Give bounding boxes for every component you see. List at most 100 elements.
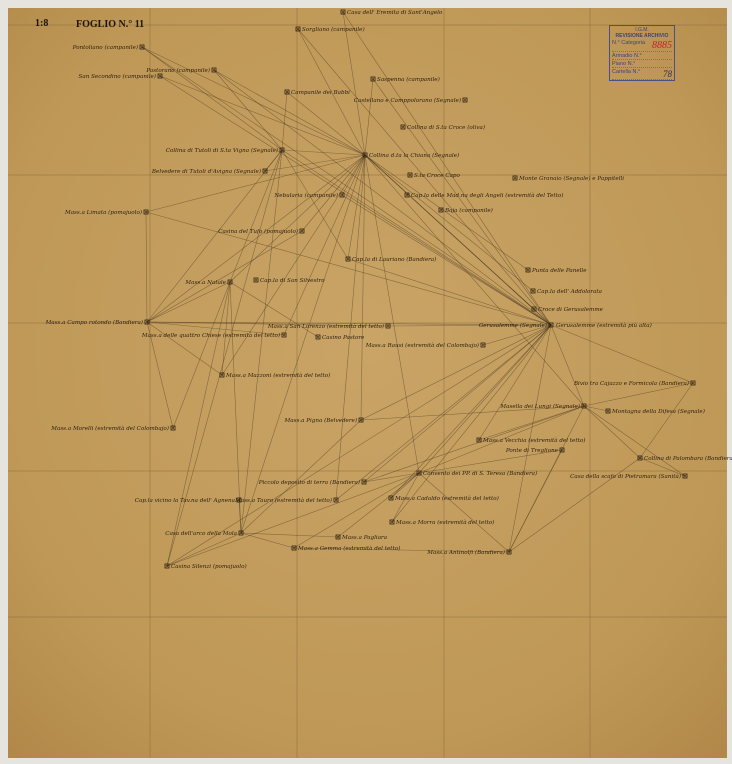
station-marker-icon <box>690 380 696 386</box>
station-marker-icon <box>512 175 518 181</box>
point-label: Convento dei PP. di S. Teresa (Bandiera) <box>423 470 537 477</box>
stamp-category-value: 8885 <box>652 40 672 51</box>
survey-point: Montagna della Difesa (Segnale) <box>605 408 705 415</box>
station-dot <box>364 154 366 156</box>
sight-line <box>342 11 366 156</box>
survey-point: Belvedere di Tutoli d'Avigna (Segnale) <box>151 168 268 175</box>
sight-line <box>146 230 303 323</box>
point-label: Sorgliano (campanile) <box>302 26 365 33</box>
station-marker-icon <box>407 172 413 178</box>
sight-line <box>159 75 366 156</box>
stamp-category-label: N.° Categoria <box>612 40 646 46</box>
station-marker-icon <box>335 534 341 540</box>
point-label: Mass.a Pigna (Belvedere) <box>284 417 357 424</box>
point-label: Croce di Gerusalemme <box>538 307 604 313</box>
sight-line <box>283 154 366 336</box>
sight-line <box>146 149 283 323</box>
point-label: Mass.a Rausi (estremità del Colombajo) <box>365 342 479 349</box>
point-label: Punta delle Panelle <box>531 268 587 274</box>
survey-point: Mass.a Cadaldo (estremità del tetto) <box>388 495 499 502</box>
sight-line <box>213 69 552 326</box>
sight-line <box>364 154 529 271</box>
survey-point: Campanile dei Babbi <box>284 89 350 96</box>
sight-line <box>166 324 552 567</box>
point-label: Masella dei Lungi (Segnale) <box>499 403 580 410</box>
sight-line <box>141 46 283 151</box>
survey-point: Castellano e Camppolorano (Segnale) <box>354 97 468 104</box>
station-marker-icon <box>480 342 486 348</box>
survey-point: Punta delle Panelle <box>525 267 587 274</box>
sight-line <box>363 405 585 483</box>
survey-point: S.ta Croce Capo <box>407 172 461 179</box>
station-marker-icon <box>253 277 259 283</box>
sight-line <box>372 78 552 326</box>
station-marker-icon <box>238 530 244 536</box>
station-dot <box>297 28 299 30</box>
sight-line <box>146 321 223 376</box>
station-marker-icon <box>236 497 242 503</box>
stamp-org: I.G.M. <box>635 27 649 33</box>
survey-points: Pontoliano (campanile)San Secondino (cam… <box>45 9 732 570</box>
station-marker-icon <box>682 473 688 479</box>
station-dot <box>363 481 365 483</box>
sight-line <box>341 194 552 326</box>
sight-line <box>335 154 366 501</box>
survey-point: Nebularia (campanile) <box>273 192 345 199</box>
station-dot <box>514 177 516 179</box>
sight-line <box>360 405 585 421</box>
survey-point: Cap.la di Lauriano (Bandiera) <box>345 256 436 263</box>
station-dot <box>372 78 374 80</box>
station-marker-icon <box>362 152 368 158</box>
sight-line <box>478 405 585 441</box>
survey-point: Mass.a Natale <box>184 279 233 286</box>
sight-line <box>166 532 242 567</box>
point-label: Casina Silenzi (pomajuolo) <box>171 563 247 570</box>
station-dot <box>255 279 257 281</box>
survey-point: Mass.a Mazzoni (estremità del tetto) <box>219 372 330 379</box>
stamp-cabinet-label: Armadio N.° <box>612 53 642 59</box>
sight-line <box>360 154 366 421</box>
station-dot <box>221 374 223 376</box>
point-label: Mass.a Gemma (estremità del tetto) <box>297 545 400 552</box>
station-dot <box>293 547 295 549</box>
sight-line <box>347 258 552 326</box>
station-dot <box>341 194 343 196</box>
sight-line <box>229 281 319 338</box>
station-dot <box>301 230 303 232</box>
point-label: Cap.la di San Silvestro <box>260 278 325 284</box>
survey-point: Cap.la vicino la Tav.na dell' Agnena <box>135 497 242 504</box>
station-dot <box>141 46 143 48</box>
sight-line <box>146 321 285 336</box>
point-label: Mass.a Mazzoni (estremità del tetto) <box>225 372 330 379</box>
station-marker-icon <box>548 322 554 328</box>
survey-point: Mass.a Antinolfi (Bandiera) <box>426 549 512 556</box>
station-dot <box>240 532 242 534</box>
sight-line <box>293 547 510 553</box>
survey-point: Piccolo deposito di terra (Bandiera) <box>258 479 367 486</box>
survey-point: Collina di Palombara (Bandiera) <box>637 455 732 462</box>
sight-line <box>240 154 366 534</box>
survey-point: Cap.la di San Silvestro <box>253 277 325 284</box>
survey-point: Monte Granaio (Segnale) e Pappitelli <box>512 175 624 182</box>
point-label: Belvedere di Tutoli d'Avigna (Segnale) <box>151 168 261 175</box>
point-label: Collina di Tutoli di S.ta Vigna (Segnale… <box>166 147 278 154</box>
station-dot <box>145 211 147 213</box>
sight-line <box>229 154 366 283</box>
station-marker-icon <box>476 437 482 443</box>
station-marker-icon <box>361 479 367 485</box>
station-marker-icon <box>295 26 301 32</box>
station-dot <box>482 344 484 346</box>
point-label: Casa dell' Eremita di Sant'Angelo <box>347 10 443 16</box>
scale-label: 1:8 <box>35 18 48 29</box>
sight-line <box>639 457 686 477</box>
survey-point: Convento dei PP. di S. Teresa (Bandiera) <box>416 470 537 477</box>
station-marker-icon <box>211 67 217 73</box>
survey-point: Cap.la delle Mad.na degli Angeli (estrem… <box>404 192 563 199</box>
point-label: Mass.a Morelli (estremità del Colombajo) <box>50 425 169 432</box>
station-marker-icon <box>637 455 643 461</box>
station-dot <box>387 325 389 327</box>
sight-line <box>146 154 366 323</box>
sight-line <box>240 149 283 534</box>
station-marker-icon <box>227 279 233 285</box>
sight-line <box>335 324 552 501</box>
